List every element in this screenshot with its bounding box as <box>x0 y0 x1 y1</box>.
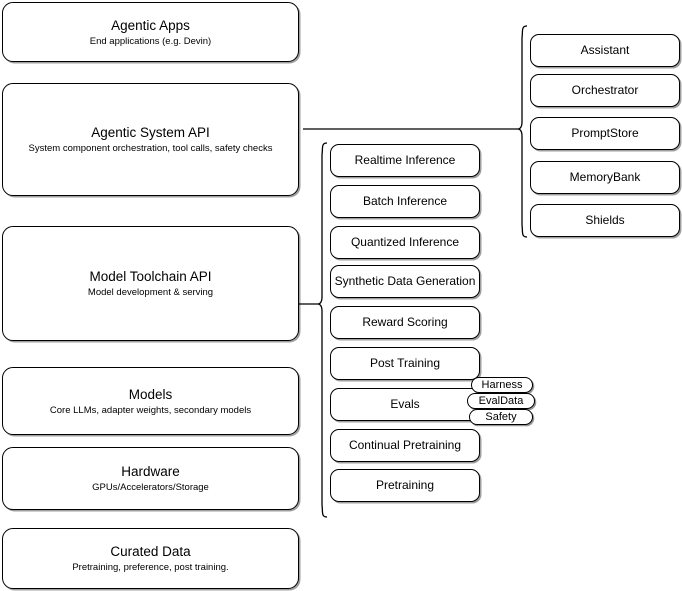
eval-pill-label: Harness <box>481 379 523 391</box>
toolchain-item-continual-pretraining[interactable]: Continual Pretraining <box>330 429 480 462</box>
toolchain-item-label: Post Training <box>369 356 441 370</box>
stack-box-agentic-system-api[interactable]: Agentic System API System component orch… <box>2 83 299 196</box>
stack-box-model-toolchain-api[interactable]: Model Toolchain API Model development & … <box>2 226 299 341</box>
stack-box-subtitle: System component orchestration, tool cal… <box>28 143 273 154</box>
stack-box-title: Hardware <box>121 464 180 479</box>
brace-system-components <box>517 25 528 238</box>
toolchain-item-batch-inference[interactable]: Batch Inference <box>330 185 480 218</box>
system-item-label: Assistant <box>580 43 630 57</box>
toolchain-item-label: Pretraining <box>375 478 435 492</box>
eval-pill-label: EvalData <box>478 395 524 407</box>
eval-pill-safety[interactable]: Safety <box>469 409 533 425</box>
system-item-label: Shields <box>585 213 625 227</box>
toolchain-item-pretraining[interactable]: Pretraining <box>330 469 480 502</box>
system-item-memorybank[interactable]: MemoryBank <box>530 161 680 194</box>
eval-pill-label: Safety <box>485 411 517 423</box>
toolchain-item-label: Realtime Inference <box>354 153 456 167</box>
stack-box-subtitle: End applications (e.g. Devin) <box>89 35 212 47</box>
toolchain-item-quantized-inference[interactable]: Quantized Inference <box>330 226 480 259</box>
stack-box-title: Curated Data <box>110 544 191 559</box>
stack-box-title: Agentic System API <box>91 125 210 140</box>
toolchain-item-realtime-inference[interactable]: Realtime Inference <box>330 144 480 177</box>
toolchain-item-label: Batch Inference <box>362 194 448 208</box>
stack-box-agentic-apps[interactable]: Agentic Apps End applications (e.g. Devi… <box>2 2 299 62</box>
system-item-label: PromptStore <box>571 126 639 140</box>
system-item-shields[interactable]: Shields <box>530 204 680 237</box>
stack-box-subtitle: Pretraining, preference, post training. <box>72 562 229 573</box>
toolchain-item-label: Continual Pretraining <box>348 438 462 452</box>
eval-pill-harness[interactable]: Harness <box>471 377 533 393</box>
stack-box-title: Models <box>128 386 173 402</box>
stack-box-subtitle: Core LLMs, adapter weights, secondary mo… <box>49 404 252 416</box>
stack-box-subtitle: Model development & serving <box>87 287 214 298</box>
toolchain-item-post-training[interactable]: Post Training <box>330 347 480 380</box>
system-item-label: MemoryBank <box>569 170 641 184</box>
system-item-promptstore[interactable]: PromptStore <box>530 117 680 150</box>
toolchain-item-reward-scoring[interactable]: Reward Scoring <box>330 306 480 339</box>
toolchain-item-synthetic-data-generation[interactable]: Synthetic Data Generation <box>330 265 480 298</box>
stack-box-subtitle: GPUs/Accelerators/Storage <box>92 482 209 493</box>
toolchain-item-label: Synthetic Data Generation <box>334 274 476 288</box>
stack-box-title: Model Toolchain API <box>89 269 212 284</box>
stack-box-models[interactable]: Models Core LLMs, adapter weights, secon… <box>2 367 299 435</box>
stack-box-title: Agentic Apps <box>111 17 190 33</box>
toolchain-item-label: Reward Scoring <box>362 315 448 329</box>
toolchain-item-evals[interactable]: Evals <box>330 388 480 421</box>
toolchain-item-label: Evals <box>390 397 420 411</box>
stack-box-curated-data[interactable]: Curated Data Pretraining, preference, po… <box>2 528 299 589</box>
toolchain-item-label: Quantized Inference <box>350 235 460 249</box>
eval-pill-evaldata[interactable]: EvalData <box>467 393 535 409</box>
system-item-orchestrator[interactable]: Orchestrator <box>530 74 680 107</box>
system-item-label: Orchestrator <box>571 83 639 97</box>
system-item-assistant[interactable]: Assistant <box>530 34 680 67</box>
stack-box-hardware[interactable]: Hardware GPUs/Accelerators/Storage <box>2 447 299 510</box>
brace-toolchain-components <box>317 142 328 518</box>
